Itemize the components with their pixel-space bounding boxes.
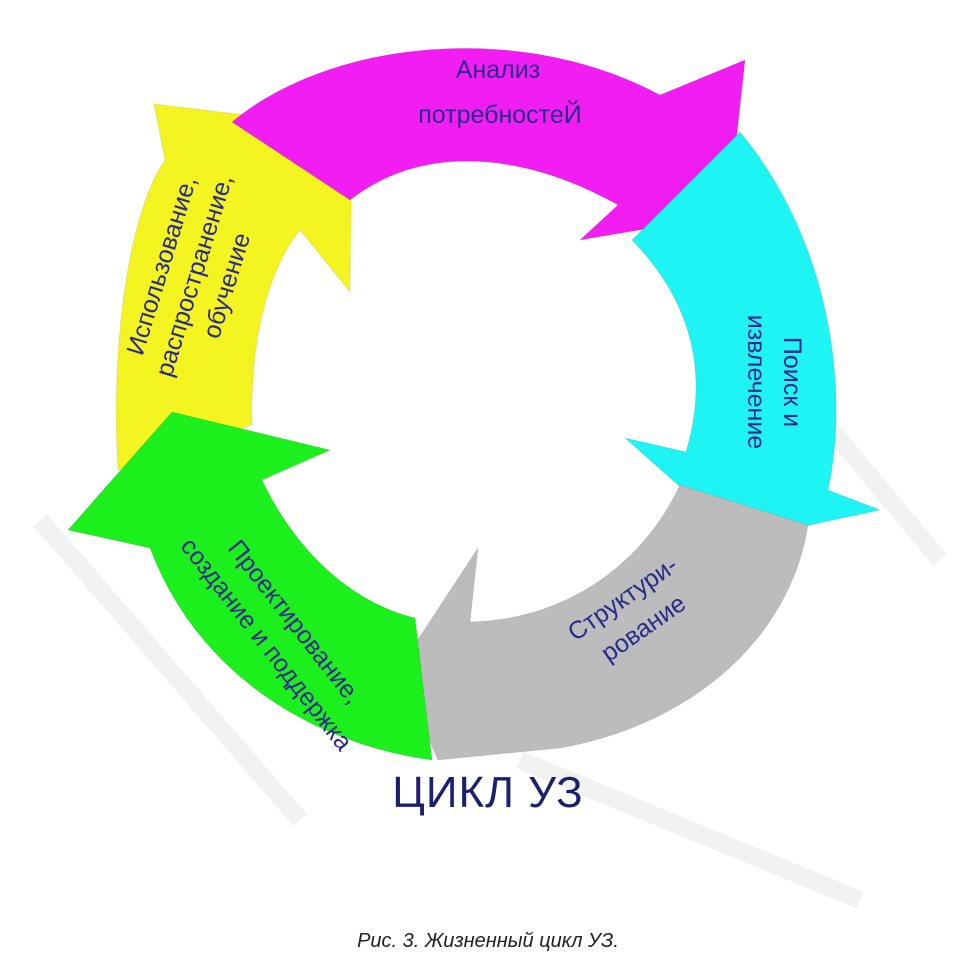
analysis-line-2: потребностеЙ — [418, 99, 581, 129]
search-line-1: Поиск и — [778, 337, 806, 427]
arrow-analysis — [231, 47, 746, 241]
label-analysis: Анализ потребностеЙ — [418, 56, 581, 129]
analysis-line-1: Анализ — [456, 56, 540, 84]
figure-caption: Рис. 3. Жизненный цикл УЗ. — [357, 930, 619, 952]
cycle-title: ЦИКЛ УЗ — [392, 768, 584, 817]
label-search: Поиск и извлечение — [742, 315, 806, 449]
arrow-usage — [115, 103, 353, 471]
arrow-structuring — [397, 484, 809, 761]
arrow-search — [624, 131, 882, 541]
arrow-design — [67, 411, 433, 761]
search-line-2: извлечение — [742, 315, 770, 449]
